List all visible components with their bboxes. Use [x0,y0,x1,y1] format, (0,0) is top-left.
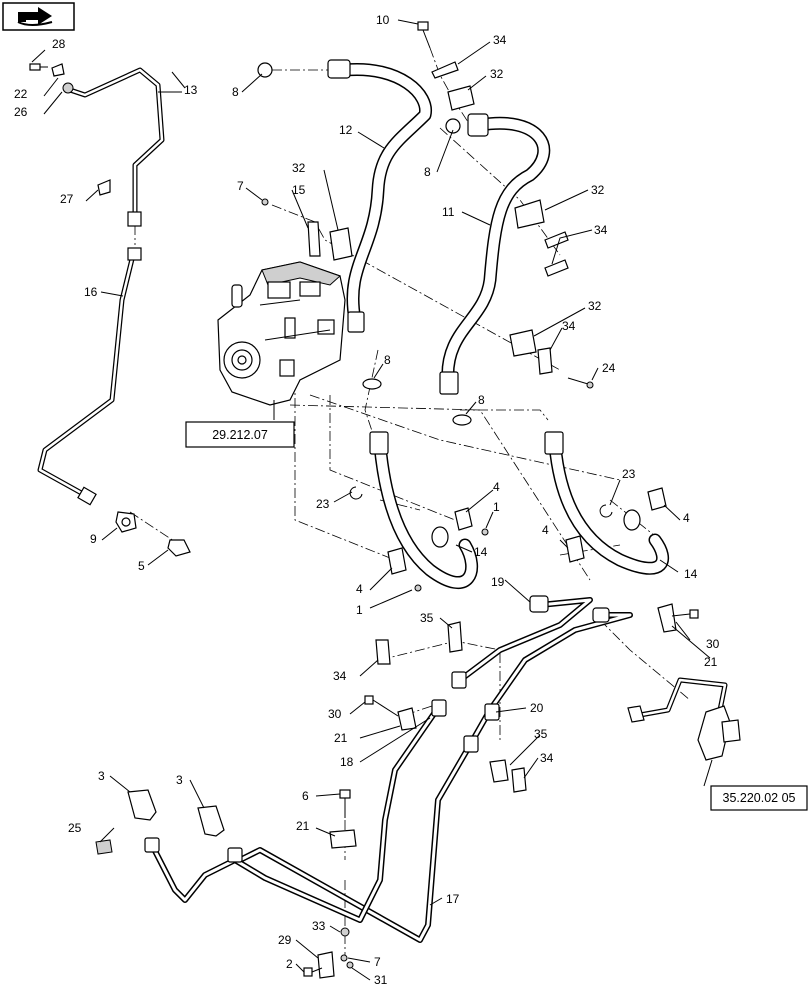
callout-24: 24 [602,361,616,375]
callout-23-right: 23 [622,467,636,481]
part-22-clip [51,63,65,77]
callout-33: 33 [312,919,326,933]
callout-22: 22 [14,87,28,101]
callout-8-mid-left: 8 [384,353,391,367]
part-25-cap [95,839,113,855]
callout-10: 10 [376,13,390,27]
svg-text:29.212.07: 29.212.07 [212,428,268,442]
callout-11: 11 [442,205,455,219]
callout-14-left: 14 [474,545,488,559]
callout-4-right: 4 [683,511,690,525]
callout-32-top: 32 [490,67,504,81]
callout-3-left: 3 [98,769,105,783]
callout-21-mid: 21 [334,731,348,745]
callout-35-top: 35 [420,611,434,625]
callout-17: 17 [446,892,460,906]
hoses-and-tubes [37,62,728,943]
callout-32-mid-right: 32 [591,183,605,197]
callout-6: 6 [302,789,309,803]
callout-29: 29 [278,933,292,947]
callout-13: 13 [184,83,198,97]
part-5-adapter [167,539,191,557]
callout-labels: 28 22 26 13 27 16 9 5 10 34 32 8 12 7 15… [14,13,720,987]
pump-reference-box[interactable]: 29.212.07 [185,421,295,448]
callout-26: 26 [14,105,28,119]
part-28-bolt [29,63,48,71]
callout-4-mid: 4 [542,523,549,537]
callout-5: 5 [138,559,145,573]
callout-3-right: 3 [176,773,183,787]
callout-34-top: 34 [493,33,507,47]
callout-32-mid-left: 32 [292,161,306,175]
callout-2: 2 [286,957,293,971]
callout-16: 16 [84,285,98,299]
callout-30-left: 30 [328,707,342,721]
part-9-adapter [115,511,137,533]
callout-7-bottom: 7 [374,955,381,969]
part-3-elbow-right [197,805,243,863]
svg-text:35.220.02 05: 35.220.02 05 [723,791,796,805]
leader-lines [31,19,713,981]
part-26-nut [62,82,74,94]
callout-8-mid-right: 8 [478,393,485,407]
part-27-clip [97,179,111,196]
callout-14-right: 14 [684,567,698,581]
part-10-bolt [417,21,431,49]
valve-reference-box[interactable]: 35.220.02 05 [710,785,808,811]
callout-18: 18 [340,755,354,769]
callout-9: 9 [90,532,97,546]
callout-21-bottom: 21 [296,819,310,833]
book-arrow-icon[interactable] [2,2,75,31]
callout-21-right: 21 [704,655,718,669]
callout-19: 19 [491,575,505,589]
callout-7-top: 7 [237,179,244,193]
part-3-elbow-left [127,789,160,853]
callout-32-lower: 32 [588,299,602,313]
valve-assembly [627,705,741,761]
callout-15: 15 [292,183,306,197]
callout-31: 31 [374,973,388,987]
callout-27: 27 [60,192,74,206]
callout-4-lower: 4 [356,582,363,596]
callout-35-lower: 35 [534,727,548,741]
callout-34-bottom: 34 [540,751,554,765]
callout-12: 12 [339,123,353,137]
callout-1-upper: 1 [493,500,500,514]
callout-20: 20 [530,701,544,715]
tube-20 [467,612,633,748]
callout-23-left: 23 [316,497,330,511]
callout-28: 28 [52,37,66,51]
callout-30-right: 30 [706,637,720,651]
hydraulic-pump [217,261,346,406]
callout-4-upper: 4 [493,480,500,494]
callout-8-top-left: 8 [232,85,239,99]
tube-13 [67,67,165,218]
fittings [29,21,741,979]
callout-8-top-right: 8 [424,165,431,179]
callout-34-mid-right: 34 [594,223,608,237]
callout-1-lower: 1 [356,603,363,617]
callout-25: 25 [68,821,82,835]
callout-34-mid: 34 [333,669,347,683]
callout-34-lower: 34 [562,319,576,333]
